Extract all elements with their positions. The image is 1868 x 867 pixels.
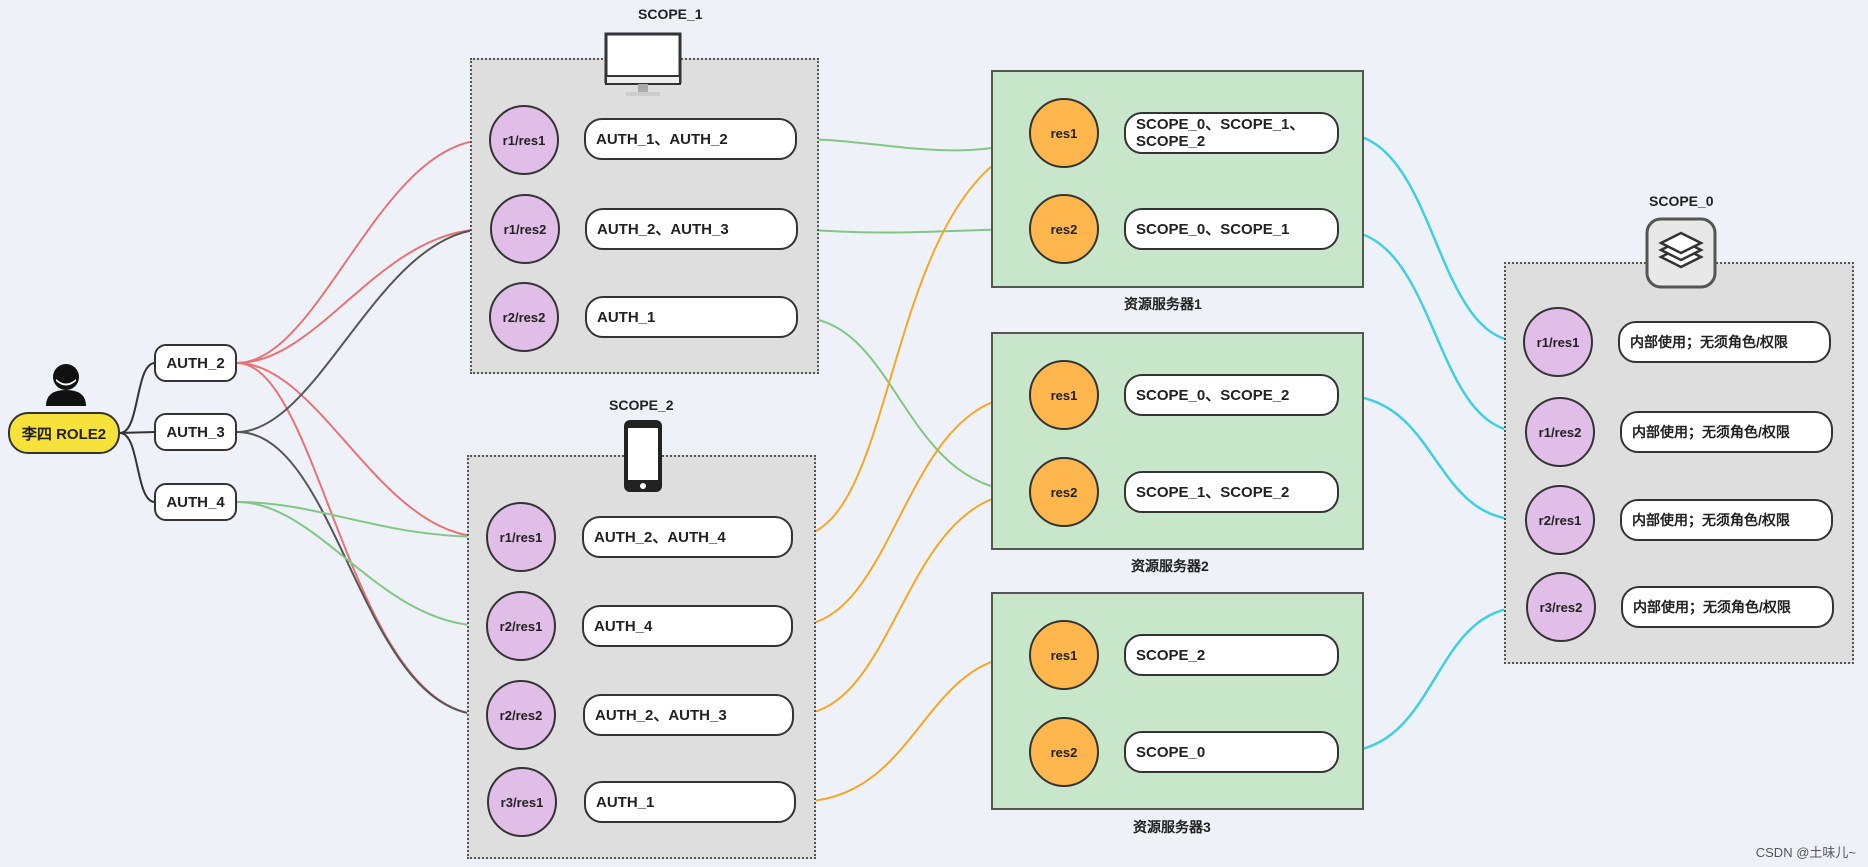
- server1-res1: res1: [1029, 98, 1099, 168]
- scope2-resource-r2-res1: r2/res1: [486, 591, 556, 661]
- server3-res2: res2: [1029, 717, 1099, 787]
- server1-res1-scopes: SCOPE_0、SCOPE_1、SCOPE_2: [1124, 112, 1339, 154]
- role-auth-links: [119, 362, 156, 503]
- scope2-resource-r2-res2: r2/res2: [486, 680, 556, 750]
- server2-res2-scopes: SCOPE_1、SCOPE_2: [1124, 471, 1339, 513]
- scope0-resource-r1-res1: r1/res1: [1523, 307, 1593, 377]
- server2-res1: res1: [1029, 360, 1099, 430]
- auth-label: AUTH_2: [166, 354, 225, 372]
- scope2-resource-r1-res1: r1/res1: [486, 502, 556, 572]
- server1-title: 资源服务器1: [1124, 296, 1202, 312]
- phone-icon: [622, 418, 664, 494]
- server3-res1: res1: [1029, 620, 1099, 690]
- scope2-title: SCOPE_2: [609, 397, 674, 413]
- scope0-perm-r2-res1: 内部使用；无须角色/权限: [1620, 499, 1833, 541]
- link-auth2-s1-r1res1: [236, 135, 489, 364]
- server-stack-icon: [1645, 217, 1717, 289]
- link-auth2-s1-r1res2: [236, 224, 489, 364]
- scope0-perm-r3-res2: 内部使用；无须角色/权限: [1621, 586, 1834, 628]
- scope1-resource-r1-res1: r1/res1: [489, 105, 559, 175]
- link-auth4-s2-r1res1: [236, 501, 487, 542]
- scope2-perm-r1-res1: AUTH_2、AUTH_4: [582, 516, 793, 558]
- link-auth3-s2-r2res2: [236, 431, 487, 720]
- server1-res2: res2: [1029, 194, 1099, 264]
- scope1-title: SCOPE_1: [638, 6, 703, 22]
- server1-res2-scopes: SCOPE_0、SCOPE_1: [1124, 208, 1339, 250]
- scope1-perm-r1-res1: AUTH_1、AUTH_2: [584, 118, 797, 160]
- scope0-resource-r3-res2: r3/res2: [1526, 572, 1596, 642]
- link-s2-r2res2-srv2-res2: [793, 487, 1031, 716]
- scope2-resource-r3-res1: r3/res1: [487, 767, 557, 837]
- link-s0-r1res2-srv1-res2: [1337, 225, 1524, 434]
- link-s2-r2res1-srv2-res1: [792, 390, 1031, 627]
- link-s0-r3res2-srv3-res2: [1337, 605, 1526, 757]
- link-s0-r2res1-srv2-res1: [1337, 390, 1524, 522]
- auth-node-auth3: AUTH_3: [154, 413, 237, 451]
- scope0-title: SCOPE_0: [1649, 193, 1714, 209]
- server3-res2-scopes: SCOPE_0: [1124, 731, 1339, 773]
- link-auth3-s1-r1res2: [236, 224, 489, 433]
- scope0-resource-r1-res2: r1/res2: [1525, 397, 1595, 467]
- user-avatar-icon: [44, 362, 88, 406]
- scope1-perm-r1-res2: AUTH_2、AUTH_3: [585, 208, 798, 250]
- scope0-perm-r1-res2: 内部使用；无须角色/权限: [1620, 411, 1833, 453]
- link-auth2-s2-r2res2: [236, 362, 487, 720]
- server3-title: 资源服务器3: [1133, 819, 1211, 835]
- scope0-server-links: [1337, 128, 1526, 757]
- user-role-label: 李四 ROLE2: [21, 425, 107, 443]
- scope1-resource-r1-res2: r1/res2: [490, 194, 560, 264]
- link-s2-r1res1-srv1-res1: [792, 140, 1033, 538]
- auth-node-auth4: AUTH_4: [154, 483, 237, 521]
- auth-label: AUTH_4: [166, 493, 225, 511]
- auth-node-auth2: AUTH_2: [154, 344, 237, 382]
- scope1-perm-r2-res2: AUTH_1: [585, 296, 798, 338]
- scope0-perm-r1-res1: 内部使用；无须角色/权限: [1618, 321, 1831, 363]
- auth-resource-links: [236, 135, 489, 720]
- watermark: CSDN @土味儿~: [1755, 845, 1856, 860]
- server2-res1-scopes: SCOPE_0、SCOPE_2: [1124, 374, 1339, 416]
- monitor-icon: [604, 32, 682, 98]
- link-s2-r3res1-srv3-res1: [795, 650, 1031, 803]
- scope2-perm-r3-res1: AUTH_1: [584, 781, 796, 823]
- link-s0-r1res1-srv1-res1: [1337, 128, 1524, 344]
- scope1-resource-r2-res2: r2/res2: [489, 282, 559, 352]
- link-s1-r2res2-srv2-res2: [796, 316, 1031, 497]
- server3-res1-scopes: SCOPE_2: [1124, 634, 1339, 676]
- scope2-perm-r2-res1: AUTH_4: [582, 605, 793, 647]
- user-role-badge: 李四 ROLE2: [8, 412, 120, 454]
- server2-title: 资源服务器2: [1131, 558, 1209, 574]
- server2-res2: res2: [1029, 457, 1099, 527]
- link-auth4-s2-r2res1: [236, 501, 487, 631]
- scope2-perm-r2-res2: AUTH_2、AUTH_3: [583, 694, 794, 736]
- auth-label: AUTH_3: [166, 423, 225, 441]
- link-auth2-s2-r1res1: [236, 362, 487, 542]
- scope0-resource-r2-res1: r2/res1: [1525, 485, 1595, 555]
